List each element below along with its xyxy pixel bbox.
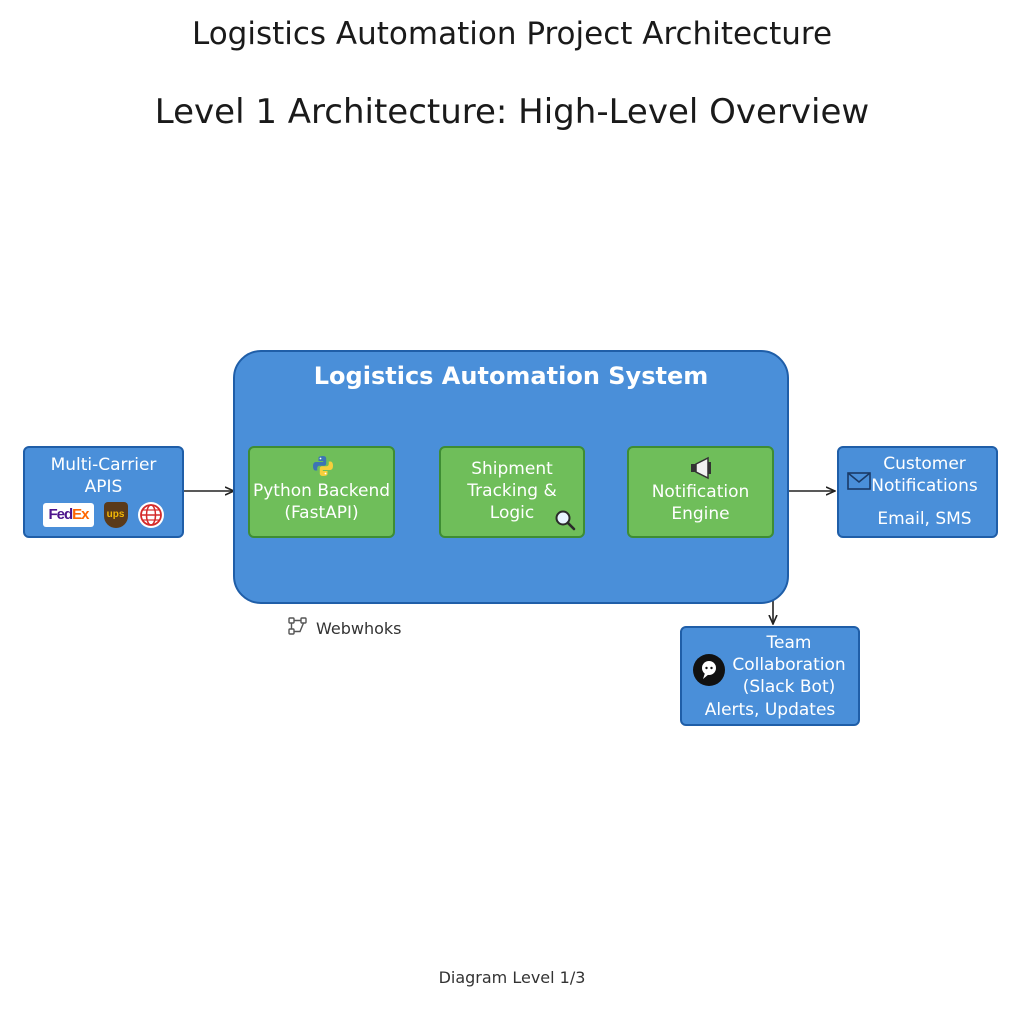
python-label-line1: Python Backend [252, 481, 391, 501]
webhooks-annotation: Webwhoks [288, 617, 402, 639]
customer-label-line1: Customer [883, 454, 966, 474]
python-backend-node: Python Backend (FastAPI) [248, 446, 395, 538]
team-collaboration-node: Team Collaboration (Slack Bot) Alerts, U… [680, 626, 860, 726]
shipment-tracking-node: Shipment Tracking & Logic [439, 446, 585, 538]
multi-carrier-apis-node: Multi-Carrier APIS FedEx ups [23, 446, 184, 538]
notification-label-line2: Engine [671, 504, 730, 524]
ups-logo: ups [103, 502, 128, 528]
carrier-label: Multi-Carrier APIS [25, 448, 182, 498]
webhooks-label: Webwhoks [316, 618, 402, 638]
webhook-icon [288, 617, 308, 639]
megaphone-icon [689, 456, 715, 484]
tracking-label-line3: Logic [489, 503, 535, 523]
slack-icon [692, 653, 726, 691]
team-label: Team Collaboration (Slack Bot) [726, 632, 852, 698]
envelope-icon [847, 472, 871, 494]
customer-label-line2: Notifications [871, 476, 978, 496]
fedex-logo-fed: Fed [48, 506, 73, 523]
globe-icon [137, 502, 164, 528]
notification-label: Notification Engine [629, 481, 772, 525]
diagram-title: Logistics Automation Project Architectur… [191, 16, 833, 52]
diagram-level-indicator: Diagram Level 1/3 [438, 968, 586, 987]
customer-notifications-node: Customer Notifications Email, SMS [837, 446, 998, 538]
system-title: Logistics Automation System [313, 362, 709, 390]
carrier-label-line2: APIS [84, 477, 123, 497]
tracking-label: Shipment Tracking & Logic [441, 458, 583, 524]
notification-engine-node: Notification Engine [627, 446, 774, 538]
fedex-logo-ex: Ex [72, 506, 89, 523]
team-label-line1: Team [766, 633, 812, 653]
team-label-line2: Collaboration [732, 655, 846, 675]
customer-channels: Email, SMS [877, 509, 972, 529]
carrier-logos: FedEx ups [25, 502, 182, 528]
carrier-label-line1: Multi-Carrier [50, 455, 157, 475]
python-backend-label: Python Backend (FastAPI) [250, 480, 393, 524]
notification-label-line1: Notification [651, 482, 750, 502]
customer-label: Customer Notifications [853, 453, 996, 497]
fedex-logo: FedEx [43, 503, 94, 527]
search-icon [553, 508, 577, 536]
diagram-subtitle: Level 1 Architecture: High-Level Overvie… [154, 92, 870, 132]
team-channels: Alerts, Updates [704, 700, 836, 720]
tracking-label-line2: Tracking & [467, 481, 557, 501]
python-label-line2: (FastAPI) [284, 503, 359, 523]
python-icon [311, 454, 335, 482]
team-label-line3: (Slack Bot) [742, 677, 836, 697]
tracking-label-line1: Shipment [471, 459, 553, 479]
